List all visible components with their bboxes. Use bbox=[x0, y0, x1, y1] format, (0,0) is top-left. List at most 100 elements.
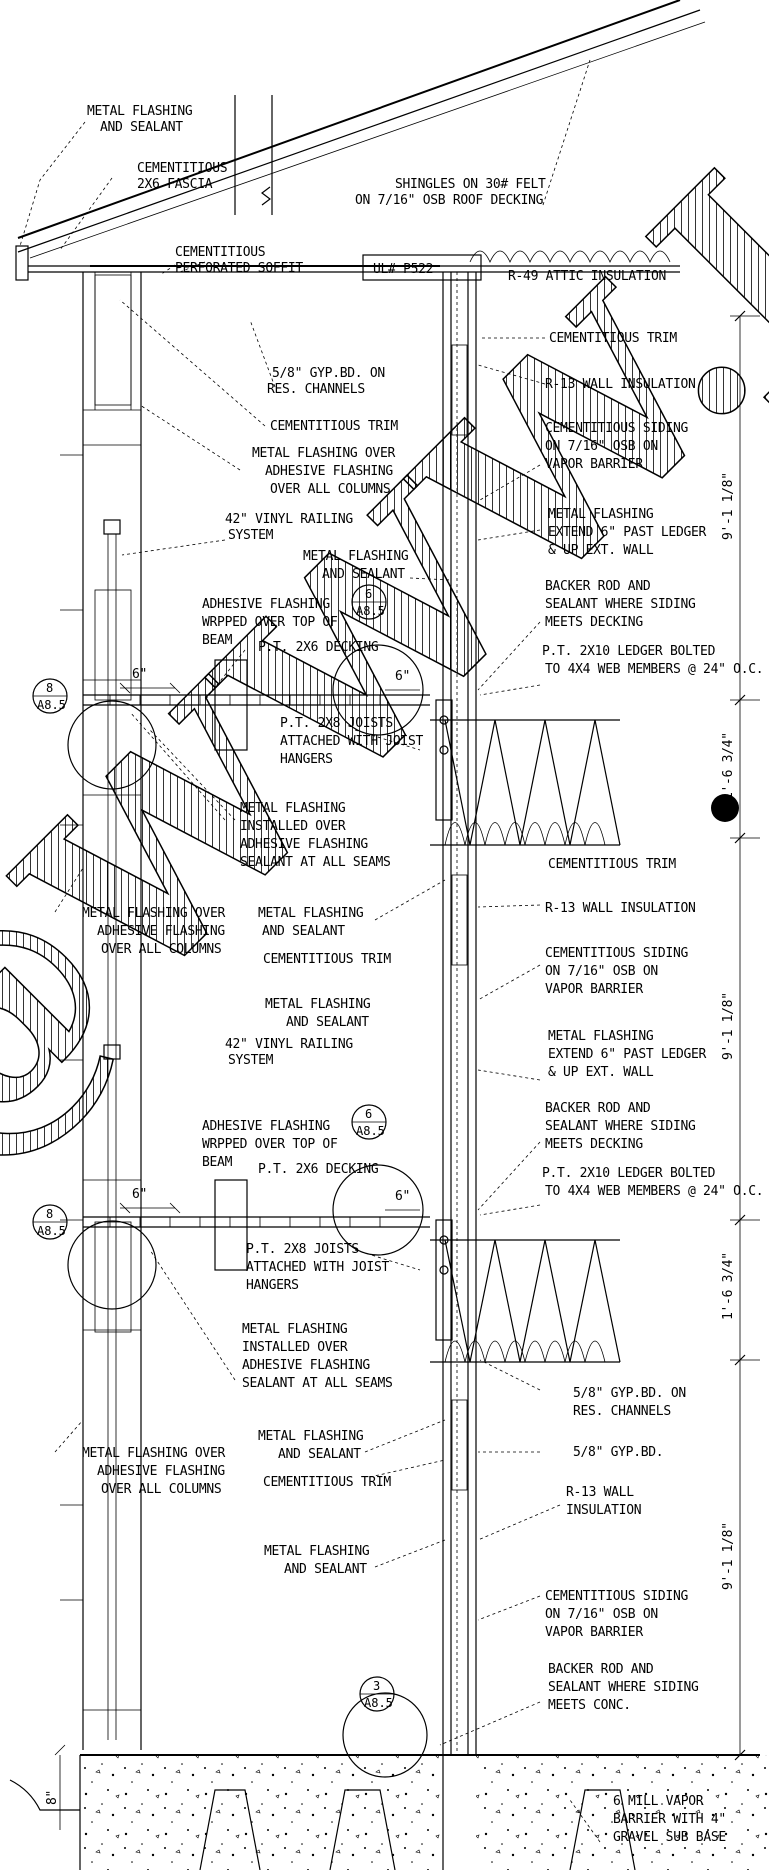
note-line: WRPPED OVER TOP OF bbox=[202, 1137, 338, 1152]
note-line: ADHESIVE FLASHING bbox=[240, 837, 368, 852]
note-gypbd: 5/8" GYP.BD. bbox=[573, 1445, 663, 1460]
note-line: INSTALLED OVER bbox=[242, 1340, 348, 1355]
note-metal-flashing: METAL FLASHING bbox=[258, 906, 364, 921]
annotations: METAL FLASHING AND SEALANT CEMENTITIOUS … bbox=[82, 104, 764, 1845]
note-line: ADHESIVE FLASHING bbox=[97, 924, 225, 939]
callout-sheet: A8.5 bbox=[356, 1124, 385, 1138]
note-decking: P.T. 2X6 DECKING bbox=[258, 1162, 379, 1177]
note-trim: CEMENTITIOUS TRIM bbox=[263, 952, 391, 967]
dim-floor-depth: 1'-6 3/4" bbox=[721, 732, 736, 800]
note-line: INSTALLED OVER bbox=[240, 819, 346, 834]
note-fascia: CEMENTITIOUS bbox=[137, 161, 227, 176]
note-line: AND SEALANT bbox=[284, 1562, 367, 1577]
note-line: ADHESIVE FLASHING bbox=[97, 1464, 225, 1479]
note-line: SYSTEM bbox=[228, 528, 274, 543]
note-line: ON 7/16" OSB ON bbox=[545, 439, 658, 454]
callout-number: 3 bbox=[373, 1679, 380, 1693]
note-line: VAPOR BARRIER bbox=[545, 457, 643, 472]
note-metal-flashing: METAL FLASHING bbox=[264, 1544, 370, 1559]
note-metal-flashing: METAL FLASHING bbox=[548, 1029, 654, 1044]
dimension-text: 6" 6" 6" 6" 8" 9'-1 1/8" 1'-6 3/4" 9'-1 … bbox=[45, 472, 736, 1805]
ul-tag bbox=[362, 254, 482, 281]
note-siding: CEMENTITIOUS SIDING bbox=[545, 421, 688, 436]
note-trim: CEMENTITIOUS TRIM bbox=[270, 419, 398, 434]
note-line: OVER ALL COLUMNS bbox=[270, 482, 390, 497]
note-line: AND SEALANT bbox=[278, 1447, 361, 1462]
note-metal-flashing: METAL FLASHING OVER bbox=[82, 1446, 225, 1461]
interior-post bbox=[234, 95, 273, 215]
note-line: ON 7/16" OSB ROOF DECKING bbox=[355, 193, 544, 208]
note-line: SEALANT AT ALL SEAMS bbox=[240, 855, 391, 870]
note-line: RES. CHANNELS bbox=[573, 1404, 671, 1419]
note-line: AND SEALANT bbox=[286, 1015, 369, 1030]
note-line: BEAM bbox=[202, 633, 233, 648]
dimension-strings bbox=[54, 310, 760, 1830]
note-gypbd: 5/8" GYP.BD. ON bbox=[573, 1386, 686, 1401]
note-line: INSULATION bbox=[566, 1503, 641, 1518]
note-r13: R-13 WALL bbox=[566, 1485, 634, 1500]
note-decking: P.T. 2X6 DECKING bbox=[258, 640, 379, 655]
callout-tag[interactable]: 6 A8.5 bbox=[351, 1104, 387, 1140]
note-line: MEETS CONC. bbox=[548, 1698, 631, 1713]
callout-number: 6 bbox=[365, 1107, 372, 1121]
note-railing: 42" VINYL RAILING bbox=[225, 1037, 353, 1052]
note-adhesive-flashing: ADHESIVE FLASHING bbox=[202, 597, 330, 612]
note-siding: CEMENTITIOUS SIDING bbox=[545, 1589, 688, 1604]
note-line: AND SEALANT bbox=[262, 924, 345, 939]
note-line: VAPOR BARRIER bbox=[545, 1625, 643, 1640]
note-line: PERFORATED SOFFIT bbox=[175, 261, 303, 276]
callout-tag[interactable]: 8 A8.5 bbox=[32, 1204, 68, 1240]
dim-6in: 6" bbox=[395, 669, 410, 684]
callout-tag[interactable]: 8 A8.5 bbox=[32, 678, 68, 714]
note-line: SEALANT WHERE SIDING bbox=[548, 1680, 699, 1695]
note-line: 2X6 FASCIA bbox=[137, 177, 213, 192]
note-line: SEALANT WHERE SIDING bbox=[545, 1119, 696, 1134]
note-shingles: SHINGLES ON 30# FELT bbox=[395, 177, 546, 192]
note-line: BEAM bbox=[202, 1155, 233, 1170]
note-line: BARRIER WITH 4" bbox=[613, 1812, 726, 1827]
porch-column bbox=[60, 272, 142, 1750]
ul-rating: UL# P522 bbox=[373, 262, 433, 277]
callout-tag[interactable]: 6 A8.5 bbox=[351, 584, 387, 620]
note-line: OVER ALL COLUMNS bbox=[101, 1482, 221, 1497]
dim-6in: 6" bbox=[132, 1187, 147, 1202]
note-attic-insulation: R-49 ATTIC INSULATION bbox=[508, 269, 666, 284]
note-line: EXTEND 6" PAST LEDGER bbox=[548, 1047, 707, 1062]
note-metal-flashing-sealant: METAL FLASHING bbox=[87, 104, 193, 119]
note-line: RES. CHANNELS bbox=[267, 382, 365, 397]
callout-number: 8 bbox=[46, 681, 53, 695]
note-line: & UP EXT. WALL bbox=[548, 543, 654, 558]
note-line: MEETS DECKING bbox=[545, 615, 643, 630]
note-backer-rod: BACKER ROD AND bbox=[545, 579, 651, 594]
note-line: SEALANT AT ALL SEAMS bbox=[242, 1376, 393, 1391]
callout-sheet: A8.5 bbox=[364, 1696, 393, 1710]
note-backer-rod: BACKER ROD AND bbox=[545, 1101, 651, 1116]
note-metal-flashing: METAL FLASHING bbox=[240, 801, 346, 816]
railing-post bbox=[103, 519, 121, 1740]
callout-number: 6 bbox=[365, 587, 372, 601]
note-line: HANGERS bbox=[246, 1278, 299, 1293]
note-line: WRPPED OVER TOP OF bbox=[202, 615, 338, 630]
dim-6in: 6" bbox=[132, 667, 147, 682]
deck-level-2 bbox=[83, 1179, 621, 1363]
section-callouts: 8 A8.5 6 A8.5 8 A8.5 6 A8.5 3 A8.5 bbox=[32, 584, 395, 1712]
note-metal-flashing: METAL FLASHING bbox=[548, 507, 654, 522]
dim-6in: 6" bbox=[395, 1189, 410, 1204]
note-joists: P.T. 2X8 JOISTS bbox=[280, 716, 393, 731]
note-line: & UP EXT. WALL bbox=[548, 1065, 654, 1080]
note-line: VAPOR BARRIER bbox=[545, 982, 643, 997]
note-soffit: CEMENTITIOUS bbox=[175, 245, 265, 260]
note-backer-rod: BACKER ROD AND bbox=[548, 1662, 654, 1677]
dim-floor-depth: 1'-6 3/4" bbox=[721, 1252, 736, 1320]
callout-sheet: A8.5 bbox=[37, 698, 66, 712]
callout-tag[interactable]: 3 A8.5 bbox=[359, 1676, 395, 1712]
callout-sheet: A8.5 bbox=[37, 1224, 66, 1238]
note-ledger: P.T. 2X10 LEDGER BOLTED bbox=[542, 1166, 716, 1181]
dim-8in: 8" bbox=[45, 1790, 60, 1805]
note-trim: CEMENTITIOUS TRIM bbox=[548, 857, 676, 872]
note-line: ON 7/16" OSB ON bbox=[545, 964, 658, 979]
note-line: ATTACHED WITH JOIST bbox=[246, 1260, 389, 1275]
note-r13: R-13 WALL INSULATION bbox=[545, 377, 696, 392]
